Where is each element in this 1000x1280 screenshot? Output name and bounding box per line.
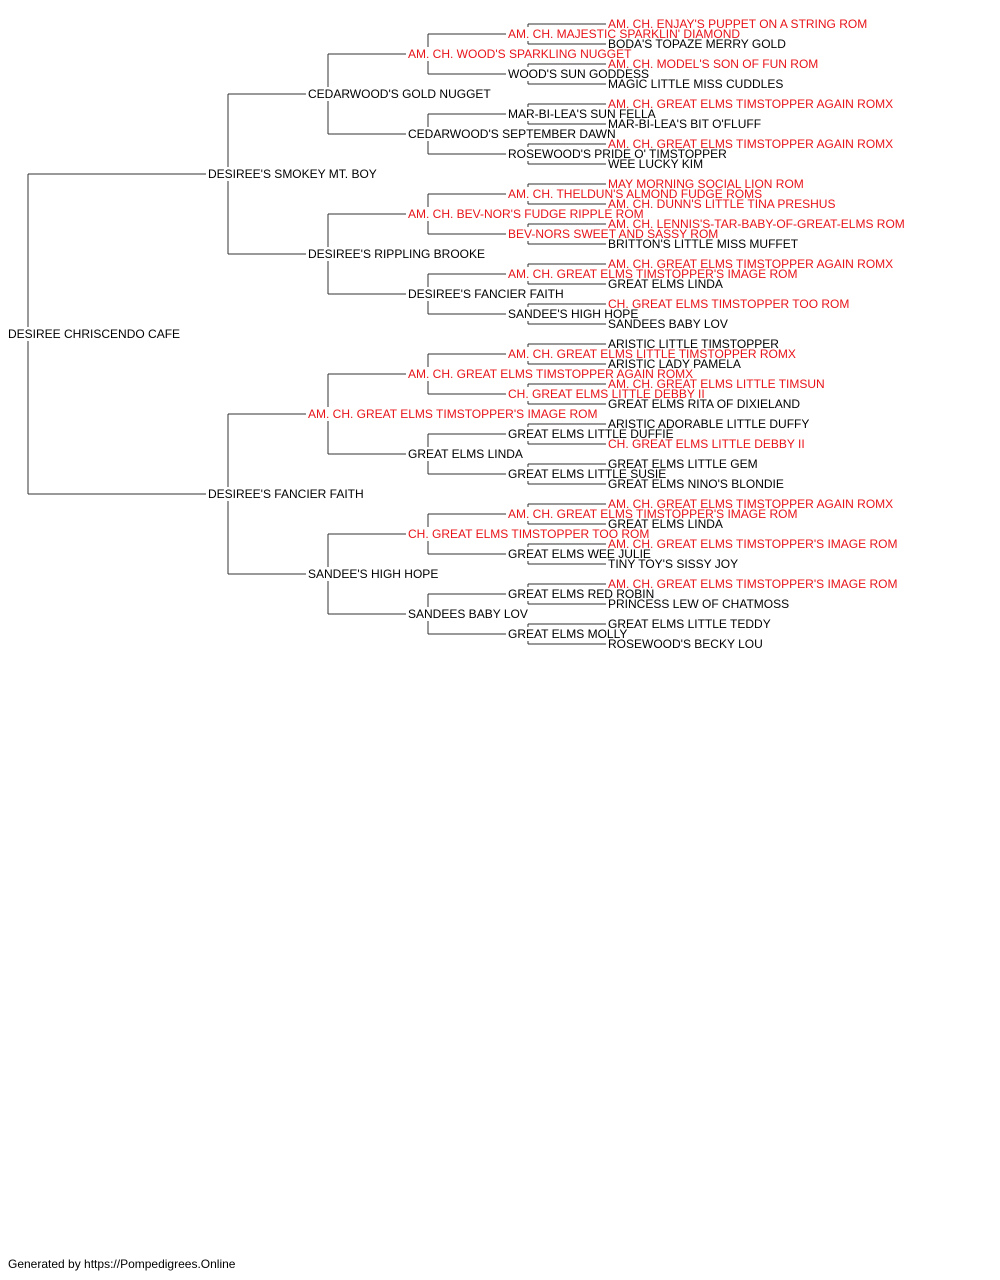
ancestor-name: MAY MORNING SOCIAL LION ROM (608, 177, 804, 191)
ancestor-name: AM. CH. GREAT ELMS TIMSTOPPER AGAIN ROMX (608, 257, 893, 271)
ancestor-name: GREAT ELMS LINDA (608, 517, 723, 531)
ancestor-name: AM. CH. GREAT ELMS TIMSTOPPER AGAIN ROMX (408, 367, 693, 381)
ancestor-name: DESIREE'S FANCIER FAITH (408, 287, 564, 301)
ancestor-name: AM. CH. LENNIS'S-TAR-BABY-OF-GREAT-ELMS … (608, 217, 905, 231)
ancestor-name: DESIREE'S RIPPLING BROOKE (308, 247, 485, 261)
ancestor-name: AM. CH. GREAT ELMS TIMSTOPPER AGAIN ROMX (608, 497, 893, 511)
ancestor-name: CEDARWOOD'S SEPTEMBER DAWN (408, 127, 616, 141)
ancestor-name: AM. CH. BEV-NOR'S FUDGE RIPPLE ROM (408, 207, 644, 221)
footer-credit: Generated by https://Pompedigrees.Online (8, 1257, 236, 1271)
ancestor-name: GREAT ELMS LITTLE SUSIE (508, 467, 666, 481)
ancestor-name: AM. CH. GREAT ELMS TIMSTOPPER'S IMAGE RO… (508, 267, 797, 281)
ancestor-name: GREAT ELMS LITTLE GEM (608, 457, 758, 471)
ancestor-name: DESIREE'S SMOKEY MT. BOY (208, 167, 377, 181)
ancestor-name: SANDEES BABY LOV (608, 317, 728, 331)
ancestor-name: GREAT ELMS LITTLE DUFFIE (508, 427, 674, 441)
ancestor-name: MAR-BI-LEA'S SUN FELLA (508, 107, 656, 121)
ancestor-name: AM. CH. MODEL'S SON OF FUN ROM (608, 57, 818, 71)
ancestor-name: WOOD'S SUN GODDESS (508, 67, 649, 81)
ancestor-name: AM. CH. GREAT ELMS TIMSTOPPER'S IMAGE RO… (308, 407, 597, 421)
ancestor-name: PRINCESS LEW OF CHATMOSS (608, 597, 789, 611)
ancestor-name: AM. CH. GREAT ELMS LITTLE TIMSTOPPER ROM… (508, 347, 796, 361)
ancestor-name: MAGIC LITTLE MISS CUDDLES (608, 77, 783, 91)
ancestor-name: BEV-NORS SWEET AND SASSY ROM (508, 227, 718, 241)
ancestor-name: CH. GREAT ELMS TIMSTOPPER TOO ROM (408, 527, 649, 541)
ancestor-name: AM. CH. MAJESTIC SPARKLIN' DIAMOND (508, 27, 740, 41)
ancestor-name: ARISTIC LITTLE TIMSTOPPER (608, 337, 779, 351)
ancestor-name: TINY TOY'S SISSY JOY (608, 557, 738, 571)
ancestor-name: GREAT ELMS LITTLE TEDDY (608, 617, 771, 631)
ancestor-name: GREAT ELMS RITA OF DIXIELAND (608, 397, 800, 411)
ancestor-name: CEDARWOOD'S GOLD NUGGET (308, 87, 491, 101)
ancestor-name: ROSEWOOD'S PRIDE O' TIMSTOPPER (508, 147, 727, 161)
ancestor-name: CH. GREAT ELMS TIMSTOPPER TOO ROM (608, 297, 849, 311)
ancestor-name: AM. CH. GREAT ELMS TIMSTOPPER'S IMAGE RO… (508, 507, 797, 521)
ancestor-name: AM. CH. DUNN'S LITTLE TINA PRESHUS (608, 197, 835, 211)
ancestor-name: AM. CH. GREAT ELMS TIMSTOPPER AGAIN ROMX (608, 137, 893, 151)
ancestor-name: AM. CH. THELDUN'S ALMOND FUDGE ROMS (508, 187, 762, 201)
ancestor-name: GREAT ELMS LINDA (408, 447, 523, 461)
pedigree-connectors (27, 23, 606, 645)
ancestor-name: WEE LUCKY KIM (608, 157, 703, 171)
ancestor-name: SANDEE'S HIGH HOPE (508, 307, 638, 321)
ancestor-name: ROSEWOOD'S BECKY LOU (608, 637, 763, 651)
ancestor-name: SANDEE'S HIGH HOPE (308, 567, 438, 581)
pedigree-labels: DESIREE CHRISCENDO CAFE DESIREE'S SMOKEY … (8, 17, 905, 651)
ancestor-name: DESIREE'S FANCIER FAITH (208, 487, 364, 501)
ancestor-name: AM. CH. WOOD'S SPARKLING NUGGET (408, 47, 632, 61)
ancestor-name: AM. CH. GREAT ELMS TIMSTOPPER AGAIN ROMX (608, 97, 893, 111)
ancestor-name: GREAT ELMS MOLLY (508, 627, 627, 641)
ancestor-name: GREAT ELMS WEE JULIE (508, 547, 651, 561)
subject-name: DESIREE CHRISCENDO CAFE (8, 327, 180, 341)
ancestor-name: ARISTIC LADY PAMELA (608, 357, 741, 371)
ancestor-name: GREAT ELMS RED ROBIN (508, 587, 654, 601)
ancestor-name: CH. GREAT ELMS LITTLE DEBBY II (508, 387, 705, 401)
ancestor-name: GREAT ELMS LINDA (608, 277, 723, 291)
ancestor-name: BRITTON'S LITTLE MISS MUFFET (608, 237, 799, 251)
ancestor-name: AM. CH. GREAT ELMS TIMSTOPPER'S IMAGE RO… (608, 537, 897, 551)
ancestor-name: ARISTIC ADORABLE LITTLE DUFFY (608, 417, 809, 431)
ancestor-name: GREAT ELMS NINO'S BLONDIE (608, 477, 784, 491)
ancestor-name: SANDEES BABY LOV (408, 607, 528, 621)
ancestor-name: MAR-BI-LEA'S BIT O'FLUFF (608, 117, 761, 131)
ancestor-name: AM. CH. GREAT ELMS TIMSTOPPER'S IMAGE RO… (608, 577, 897, 591)
ancestor-name: AM. CH. GREAT ELMS LITTLE TIMSUN (608, 377, 825, 391)
ancestor-name: AM. CH. ENJAY'S PUPPET ON A STRING ROM (608, 17, 867, 31)
ancestor-name: BODA'S TOPAZE MERRY GOLD (608, 37, 786, 51)
ancestor-name: CH. GREAT ELMS LITTLE DEBBY II (608, 437, 805, 451)
